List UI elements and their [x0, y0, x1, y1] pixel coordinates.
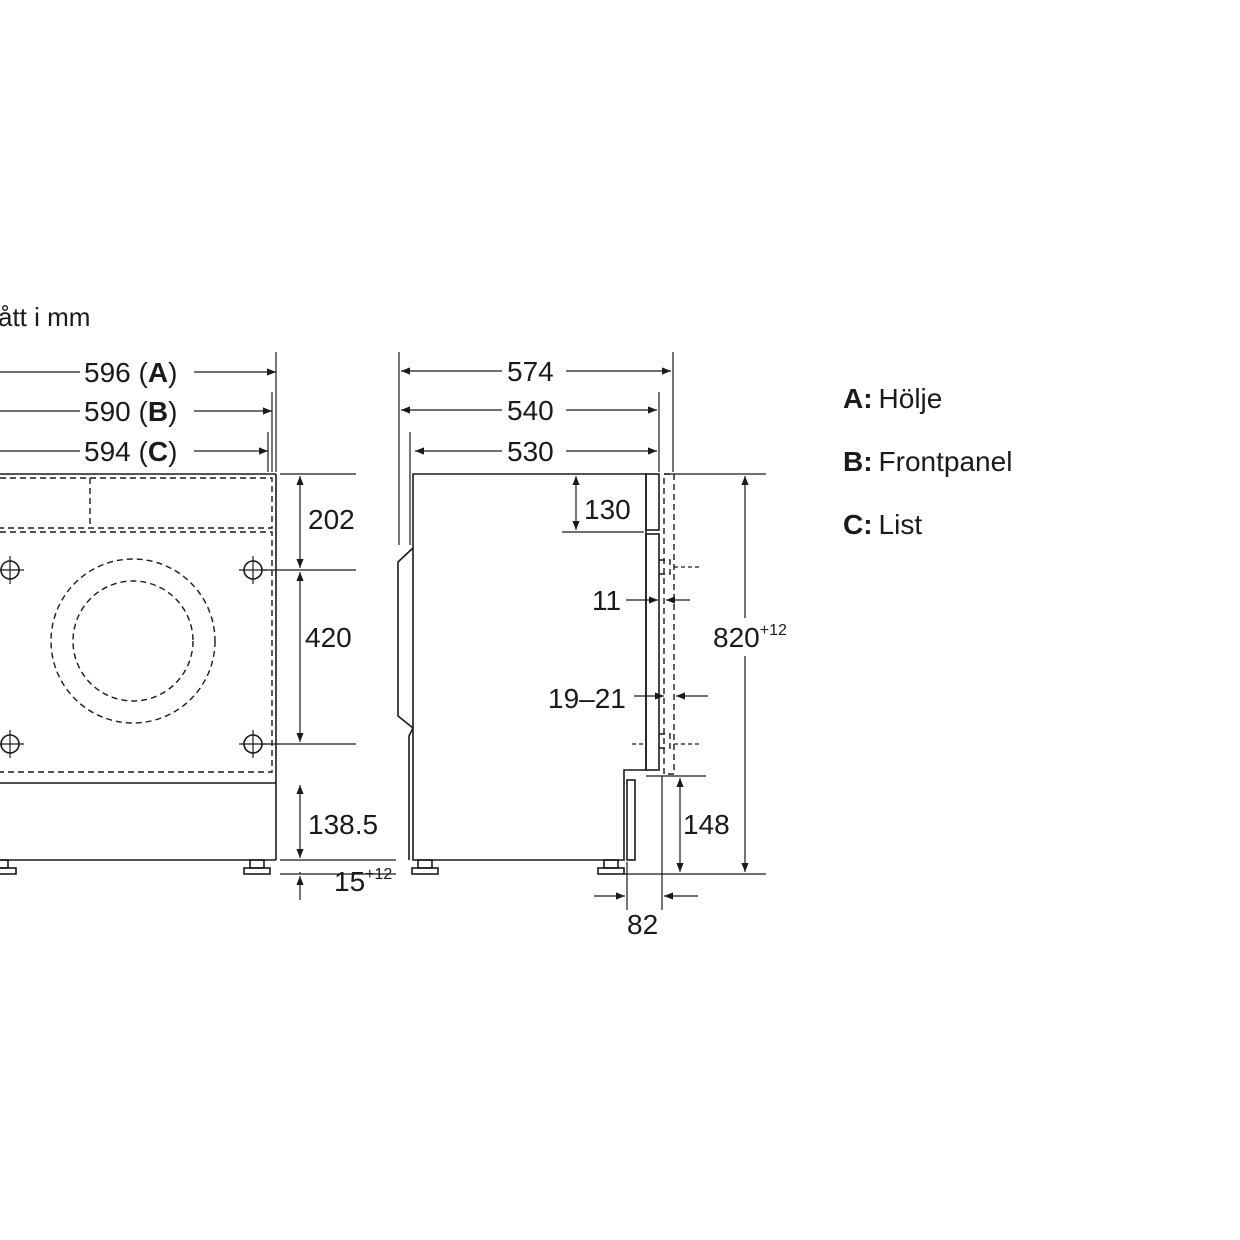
panel-gap-dim: 11: [592, 585, 621, 616]
top-offset-dim: 130: [584, 494, 631, 525]
depth-mid-dim: 540: [507, 395, 554, 426]
width-a-label: 596 (A): [84, 357, 177, 388]
legend-item: B:Frontpanel: [843, 446, 1012, 477]
plinth-height-dim: 148: [683, 809, 730, 840]
panel-gap-range-dim: 19–21: [548, 683, 626, 714]
plinth-depth-dim: 82: [627, 909, 658, 940]
width-b-label: 590 (B): [84, 396, 177, 427]
top-panel-dim: 202: [308, 504, 355, 535]
total-height-dim: 820+12: [713, 622, 787, 653]
depth-total-dim: 574: [507, 356, 554, 387]
legend: A:Hölje B:Frontpanel C:List: [843, 383, 1012, 540]
base-height-dim: 138.5: [308, 809, 378, 840]
unit-note: ått i mm: [0, 302, 90, 332]
legend-item: C:List: [843, 509, 922, 540]
front-view: 596 (A) 590 (B) 594 (C): [0, 352, 396, 900]
width-c-label: 594 (C): [84, 436, 177, 467]
foot-height-dim: 15+12: [334, 866, 392, 897]
mount-hole-icon: [0, 556, 24, 584]
depth-body-dim: 530: [507, 436, 554, 467]
mount-hole-icon: [0, 730, 24, 758]
mount-spacing-dim: 420: [305, 622, 352, 653]
legend-item: A:Hölje: [843, 383, 942, 414]
side-view: 574 540 530 130 11 19–2: [397, 352, 802, 940]
